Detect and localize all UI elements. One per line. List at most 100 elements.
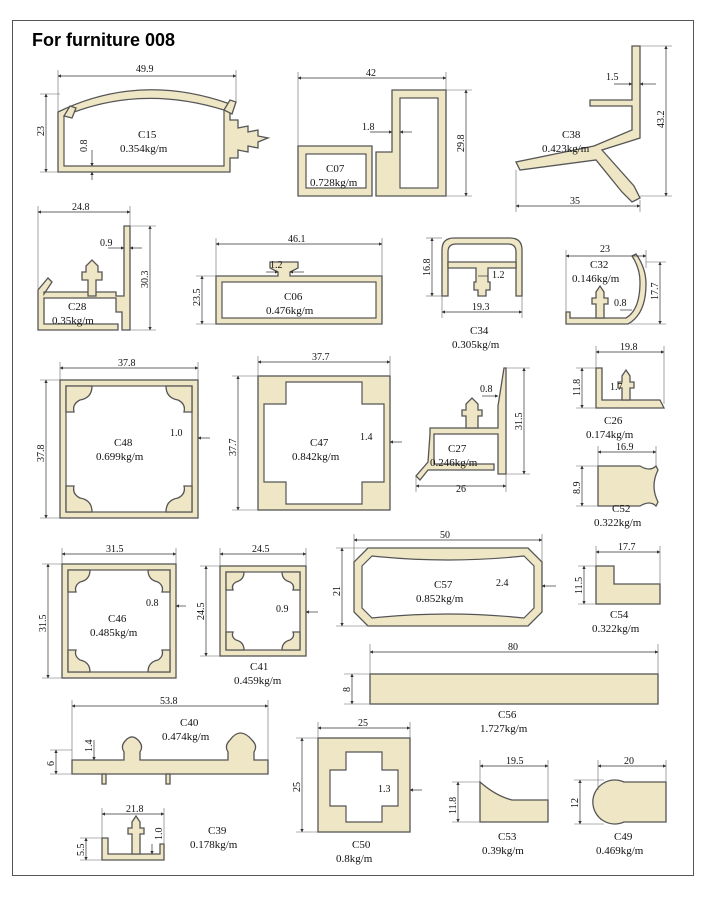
c40-height-dim: 6 <box>46 761 57 766</box>
c40-weight: 0.474kg/m <box>162 731 210 743</box>
c41-weight: 0.459kg/m <box>234 675 282 687</box>
c47-weight: 0.842kg/m <box>292 451 340 463</box>
c32-height-dim: 17.7 <box>650 283 661 301</box>
profile-c54: 17.7 11.5 C54 0.322kg/m <box>574 542 661 635</box>
c53-width-dim: 19.5 <box>506 756 524 767</box>
c28-wall-dim: 0.9 <box>100 238 113 249</box>
c54-width-dim: 17.7 <box>618 542 636 553</box>
c49-width-dim: 20 <box>624 756 634 767</box>
profile-c46: 31.5 31.5 0.8 C46 0.485kg/m <box>38 544 186 679</box>
c07-width-dim: 42 <box>366 68 376 79</box>
c48-width-dim: 37.8 <box>118 358 136 369</box>
c40-width-dim: 53.8 <box>160 696 178 707</box>
c46-code: C46 <box>108 613 127 625</box>
c26-width-dim: 19.8 <box>620 342 638 353</box>
profile-c39: 21.8 5.5 1.0 C39 0.178kg/m <box>76 804 238 861</box>
profile-c40: 53.8 6 1.4 C40 0.474kg/m <box>46 696 269 785</box>
c39-height-dim: 5.5 <box>76 844 87 857</box>
c41-height-dim: 24.5 <box>196 603 207 621</box>
c34-height-dim: 16.8 <box>422 259 433 277</box>
sheet-title: For furniture 008 <box>32 30 176 50</box>
profile-c26: 19.8 11.8 1.7 C26 0.174kg/m <box>572 342 666 441</box>
c27-wall-dim: 0.8 <box>480 384 493 395</box>
c54-code: C54 <box>610 609 629 621</box>
c50-code: C50 <box>352 839 371 851</box>
c27-width-dim: 26 <box>456 484 466 495</box>
profile-c34: 16.8 1.2 19.3 C34 0.305kg/m <box>422 237 523 351</box>
c56-height-dim: 8 <box>342 687 353 692</box>
c07-code: C07 <box>326 163 345 175</box>
profile-c06: 46.1 23.5 1.2 C06 0.476kg/m <box>192 234 383 325</box>
c52-height-dim: 8.9 <box>572 482 583 495</box>
c46-height-dim: 31.5 <box>38 615 49 633</box>
c49-code: C49 <box>614 831 633 843</box>
c06-code: C06 <box>284 291 303 303</box>
c52-width-dim: 16.9 <box>616 442 634 453</box>
c15-height-dim: 23 <box>36 126 47 136</box>
c28-code: C28 <box>68 301 87 313</box>
c34-code: C34 <box>470 325 489 337</box>
profile-c47: 37.7 37.7 1.4 C47 0.842kg/m <box>228 352 402 511</box>
c15-wall-dim: 0.8 <box>79 140 90 153</box>
profile-c53: 19.5 11.8 C53 0.39kg/m <box>448 756 549 857</box>
c49-height-dim: 12 <box>570 798 581 808</box>
c48-code: C48 <box>114 437 133 449</box>
c52-weight: 0.322kg/m <box>594 517 642 529</box>
c50-weight: 0.8kg/m <box>336 853 373 865</box>
c40-wall-dim: 1.4 <box>84 740 95 753</box>
profile-c32: 23 17.7 0.8 C32 0.146kg/m <box>565 244 666 325</box>
c26-wall-dim: 1.7 <box>610 382 623 393</box>
c15-weight: 0.354kg/m <box>120 143 168 155</box>
c07-weight: 0.728kg/m <box>310 177 358 189</box>
c46-weight: 0.485kg/m <box>90 627 138 639</box>
c07-height-dim: 29.8 <box>456 135 467 153</box>
c47-height-dim: 37.7 <box>228 439 239 457</box>
c32-wall-dim: 0.8 <box>614 298 627 309</box>
c07-wall-dim: 1.8 <box>362 122 375 133</box>
c27-code: C27 <box>448 443 467 455</box>
c57-code: C57 <box>434 579 453 591</box>
c06-width-dim: 46.1 <box>288 234 306 245</box>
c27-height-dim: 31.5 <box>514 413 525 431</box>
c49-weight: 0.469kg/m <box>596 845 644 857</box>
c54-height-dim: 11.5 <box>574 577 585 594</box>
c28-height-dim: 30.3 <box>140 271 151 289</box>
c57-width-dim: 50 <box>440 530 450 541</box>
c39-wall-dim: 1.0 <box>154 828 165 841</box>
c41-width-dim: 24.5 <box>252 544 270 555</box>
profile-c41: 24.5 24.5 0.9 C41 0.459kg/m <box>196 544 318 687</box>
c52-code: C52 <box>612 503 630 515</box>
c56-weight: 1.727kg/m <box>480 723 528 735</box>
c26-weight: 0.174kg/m <box>586 429 634 441</box>
c15-code: C15 <box>138 129 157 141</box>
c47-width-dim: 37.7 <box>312 352 330 363</box>
c41-wall-dim: 0.9 <box>276 604 289 615</box>
c39-width-dim: 21.8 <box>126 804 144 815</box>
c15-width-dim: 49.9 <box>136 64 154 75</box>
c32-weight: 0.146kg/m <box>572 273 620 285</box>
profile-c56: 80 8 C56 1.727kg/m <box>342 642 659 735</box>
c34-wall-dim: 1.2 <box>492 270 505 281</box>
c46-width-dim: 31.5 <box>106 544 124 555</box>
c28-weight: 0.35kg/m <box>52 315 94 327</box>
profile-c07: 42 29.8 1.8 C07 0.728kg/m <box>297 68 472 197</box>
profile-c57: 50 21 2.4 C57 0.852kg/m <box>332 530 556 627</box>
c32-code: C32 <box>590 259 608 271</box>
c28-width-dim: 24.8 <box>72 202 90 213</box>
c56-code: C56 <box>498 709 517 721</box>
c48-wall-dim: 1.0 <box>170 428 183 439</box>
c47-code: C47 <box>310 437 329 449</box>
c38-wall-dim: 1.5 <box>606 72 619 83</box>
c50-height-dim: 25 <box>292 782 303 792</box>
c57-wall-dim: 2.4 <box>496 578 509 589</box>
c39-weight: 0.178kg/m <box>190 839 238 851</box>
c27-weight: 0.246kg/m <box>430 457 478 469</box>
c06-wall-dim: 1.2 <box>270 260 283 271</box>
c34-weight: 0.305kg/m <box>452 339 500 351</box>
c54-weight: 0.322kg/m <box>592 623 640 635</box>
c38-code: C38 <box>562 129 581 141</box>
c34-width-dim: 19.3 <box>472 302 490 313</box>
c06-height-dim: 23.5 <box>192 289 203 307</box>
c50-wall-dim: 1.3 <box>378 784 391 795</box>
